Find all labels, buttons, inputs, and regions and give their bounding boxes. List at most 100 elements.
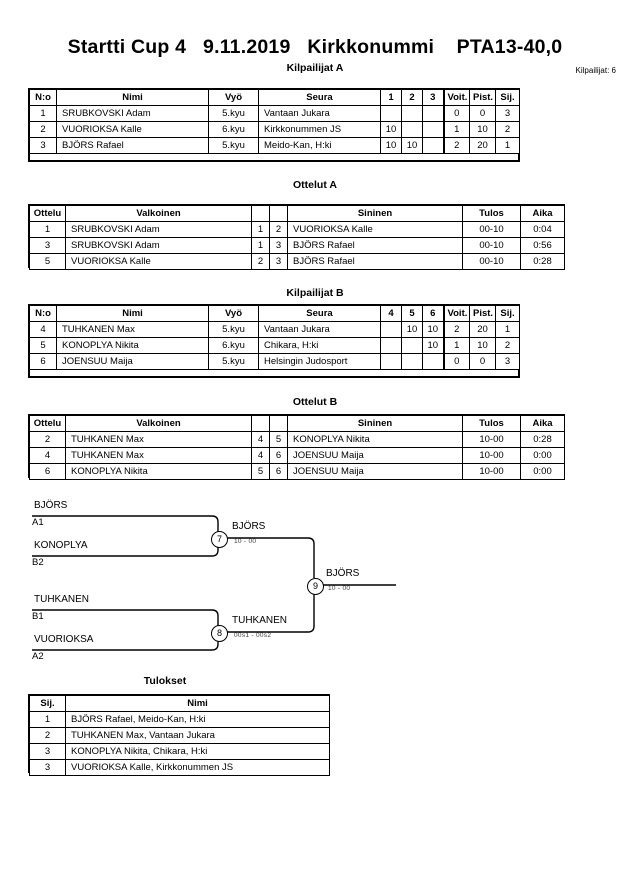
cell-club: Meido-Kan, H:ki	[258, 137, 381, 154]
bracket-seed-name: TUHKANEN	[34, 594, 90, 605]
cell-white: TUHKANEN Max	[65, 431, 252, 448]
bracket-seed-code: B2	[32, 557, 44, 568]
cell-rank: 2	[29, 727, 66, 744]
cell-white-no: 1	[251, 221, 270, 238]
cell-m3	[422, 105, 444, 122]
cell-white: TUHKANEN Max	[65, 447, 252, 464]
cell-name: TUHKANEN Max, Vantaan Jukara	[65, 727, 330, 744]
cell-no: 3	[29, 137, 57, 154]
cell-club: Chikara, H:ki	[258, 337, 381, 354]
col-m5: 5	[401, 305, 423, 322]
cell-blue-no: 5	[269, 431, 288, 448]
cell-white: VUORIOKSA Kalle	[65, 253, 252, 270]
col-result: Tulos	[462, 415, 521, 432]
cell-belt: 5.kyu	[208, 137, 259, 154]
cell-points: 10	[469, 121, 496, 138]
cell-club: Vantaan Jukara	[258, 105, 381, 122]
table-row: 3 BJÖRS Rafael 5.kyu Meido-Kan, H:ki 10 …	[29, 137, 520, 154]
cell-m6: 10	[422, 321, 444, 338]
cell-m2	[401, 121, 423, 138]
bracket-score: 10 - 00	[234, 538, 257, 545]
bracket-match-number: 8	[211, 625, 228, 642]
cell-points: 0	[469, 105, 496, 122]
cell-name: VUORIOKSA Kalle, Kirkkonummen JS	[65, 759, 330, 776]
col-name: Nimi	[65, 695, 330, 712]
col-white-no	[251, 205, 270, 222]
cell-match: 3	[29, 237, 66, 254]
cell-blue-no: 6	[269, 463, 288, 480]
cell-match: 1	[29, 221, 66, 238]
cell-time: 0:04	[520, 221, 565, 238]
cell-no: 4	[29, 321, 57, 338]
section-title-results: Tulokset	[143, 675, 187, 687]
col-m1: 1	[380, 89, 402, 106]
cell-match: 2	[29, 431, 66, 448]
table-row: 6 KONOPLYA Nikita 5 6 JOENSUU Maija 10-0…	[29, 463, 565, 480]
cell-m2	[401, 105, 423, 122]
cell-result: 00-10	[462, 253, 521, 270]
table-row: 1 SRUBKOVSKI Adam 5.kyu Vantaan Jukara 0…	[29, 105, 520, 122]
table-header-row: Sij. Nimi	[29, 695, 330, 712]
col-wins: Voit.	[442, 89, 470, 106]
table-row: 2 VUORIOKSA Kalle 6.kyu Kirkkonummen JS …	[29, 121, 520, 138]
cell-match: 6	[29, 463, 66, 480]
cell-time: 0:28	[520, 431, 565, 448]
cell-belt: 5.kyu	[208, 321, 259, 338]
col-time: Aika	[520, 415, 565, 432]
cell-time: 0:28	[520, 253, 565, 270]
bracket-seed-name: KONOPLYA	[34, 540, 88, 551]
table-row: 5 KONOPLYA Nikita 6.kyu Chikara, H:ki 10…	[29, 337, 520, 354]
bracket-score: 10 - 00	[328, 585, 351, 592]
cell-white-no: 2	[251, 253, 270, 270]
table-row: 2 TUHKANEN Max, Vantaan Jukara	[29, 727, 330, 744]
bracket-seed-code: B1	[32, 611, 44, 622]
cell-m2: 10	[401, 137, 423, 154]
col-m2: 2	[401, 89, 423, 106]
cell-m1	[380, 105, 402, 122]
cell-blue: JOENSUU Maija	[287, 463, 463, 480]
cell-club: Helsingin Judosport	[258, 353, 381, 370]
cell-name: TUHKANEN Max	[56, 321, 209, 338]
cell-blue: VUORIOKSA Kalle	[287, 221, 463, 238]
cell-result: 10-00	[462, 463, 521, 480]
cell-name: SRUBKOVSKI Adam	[56, 105, 209, 122]
cell-name: VUORIOKSA Kalle	[56, 121, 209, 138]
table-header-row: N:o Nimi Vyö Seura 1 2 3 Voit. Pist. Sij…	[29, 89, 520, 106]
bracket-seed-code: A1	[32, 517, 44, 528]
cell-m6: 10	[422, 337, 444, 354]
cell-belt: 5.kyu	[208, 353, 259, 370]
col-m6: 6	[422, 305, 444, 322]
cell-points: 20	[469, 321, 496, 338]
cell-name: KONOPLYA Nikita, Chikara, H:ki	[65, 743, 330, 760]
matches-a-table: Ottelu Valkoinen Sininen Tulos Aika 1 SR…	[29, 205, 565, 270]
col-rank: Sij.	[495, 89, 520, 106]
cell-rank: 3	[495, 105, 520, 122]
cell-rank: 1	[495, 137, 520, 154]
bracket-winner-name: TUHKANEN	[232, 615, 288, 626]
cell-white: SRUBKOVSKI Adam	[65, 221, 252, 238]
col-belt: Vyö	[208, 89, 259, 106]
cell-wins: 1	[442, 337, 470, 354]
section-title-pool-a: Kilpailijat A	[286, 62, 344, 74]
cell-white-no: 4	[251, 431, 270, 448]
cell-wins: 1	[442, 121, 470, 138]
cell-m4	[380, 321, 402, 338]
cell-match: 5	[29, 253, 66, 270]
cell-time: 0:00	[520, 463, 565, 480]
section-title-matches-b: Ottelut B	[292, 396, 338, 408]
cell-rank: 2	[495, 337, 520, 354]
pool-a-table: N:o Nimi Vyö Seura 1 2 3 Voit. Pist. Sij…	[29, 89, 520, 154]
col-points: Pist.	[469, 305, 496, 322]
col-wins: Voit.	[442, 305, 470, 322]
cell-rank: 1	[29, 711, 66, 728]
table-header-row: N:o Nimi Vyö Seura 4 5 6 Voit. Pist. Sij…	[29, 305, 520, 322]
col-points: Pist.	[469, 89, 496, 106]
col-club: Seura	[258, 89, 381, 106]
cell-club: Vantaan Jukara	[258, 321, 381, 338]
results-table: Sij. Nimi 1 BJÖRS Rafael, Meido-Kan, H:k…	[29, 695, 330, 776]
table-header-row: Ottelu Valkoinen Sininen Tulos Aika	[29, 205, 565, 222]
cell-time: 0:00	[520, 447, 565, 464]
cell-white-no: 1	[251, 237, 270, 254]
cell-wins: 2	[442, 321, 470, 338]
col-blue-no	[269, 415, 288, 432]
